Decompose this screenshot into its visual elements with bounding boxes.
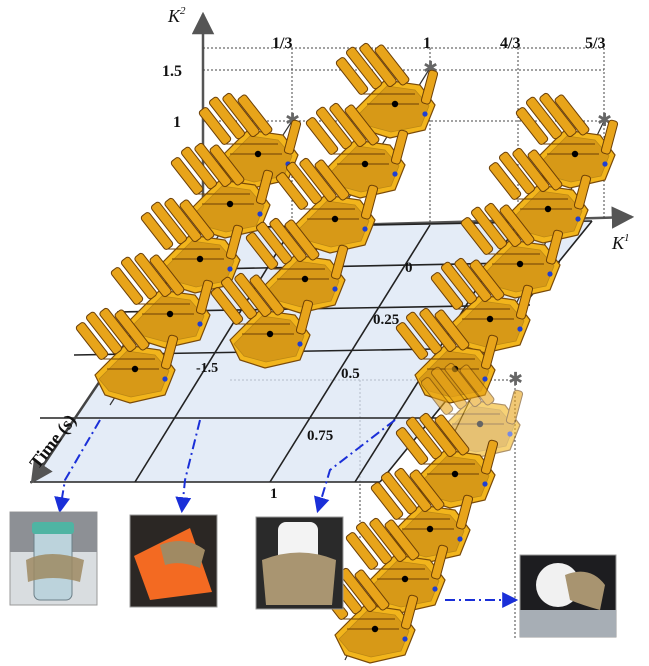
blue-grasp-arrows xyxy=(54,419,519,608)
k1-tick-5-3: 5/3 xyxy=(585,35,605,52)
k1-tick-1-3: 1/3 xyxy=(272,35,292,52)
k2-axis-label: K2 xyxy=(167,5,186,26)
k1-axis-label: K1 xyxy=(611,232,630,253)
k2-tick-1-5: 1.5 xyxy=(162,63,182,80)
photo-white-ball xyxy=(519,554,617,638)
time-tick-0: 0 xyxy=(405,260,413,276)
photo-glass-bottle xyxy=(9,511,98,606)
neg-k-label: -1.5 xyxy=(196,361,218,376)
star-markers: ✱ ✱ ✱ ✱ xyxy=(285,58,612,389)
time-tick-0-25: 0.25 xyxy=(373,312,399,328)
photo-orange-sheet xyxy=(129,514,218,608)
k1-tick-1: 1 xyxy=(423,35,431,52)
time-tick-0-75: 0.75 xyxy=(307,428,333,444)
photo-white-cylinder xyxy=(255,516,344,610)
k2-tick-1: 1 xyxy=(173,114,181,131)
star-icon: ✱ xyxy=(508,369,523,389)
k1-tick-4-3: 4/3 xyxy=(500,35,520,52)
time-tick-0-5: 0.5 xyxy=(341,366,360,382)
time-tick-1: 1 xyxy=(270,486,278,502)
